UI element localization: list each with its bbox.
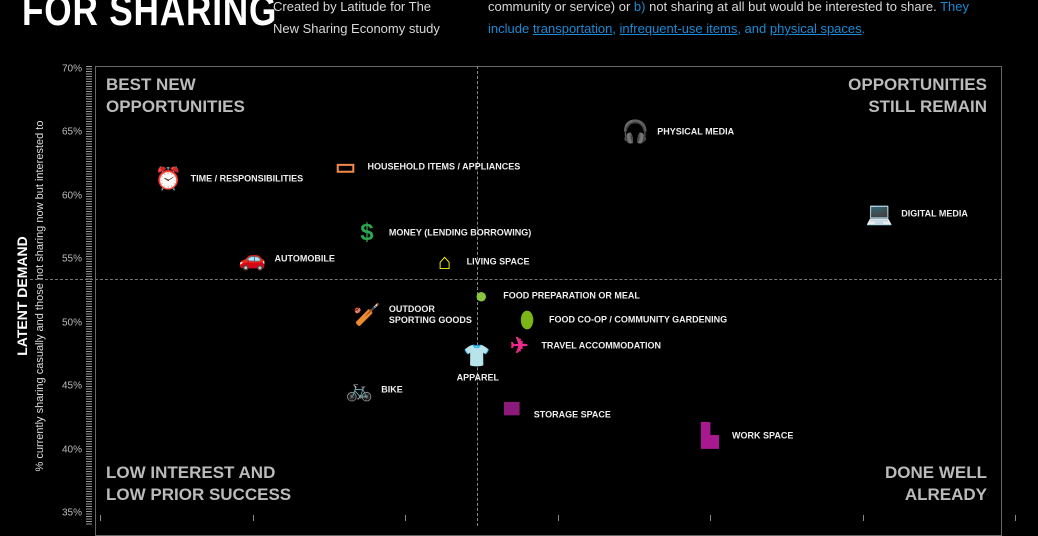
intro-and: , and <box>737 21 770 36</box>
y-axis-ruler <box>86 66 92 526</box>
credit: Created by Latitude for The New Sharing … <box>273 0 440 40</box>
intro-a: community or service) or <box>488 0 634 14</box>
point-label: OUTDOOR SPORTING GOODS <box>388 304 472 326</box>
quadrant-label: BEST NEW <box>106 75 196 94</box>
quadrant-label: LOW INTEREST AND <box>106 463 276 482</box>
credit-line-1: Created by Latitude for The <box>273 0 432 14</box>
point-label: STORAGE SPACE <box>533 409 611 420</box>
x-tick <box>252 515 254 521</box>
x-tick <box>862 515 864 521</box>
baseball-player-icon: 🏏 <box>353 302 381 328</box>
pepper-icon: ● <box>474 283 488 309</box>
point-label: FOOD PREPARATION OR MEAL <box>503 290 640 301</box>
point-label: LIVING SPACE <box>466 256 530 267</box>
y-tick-label: 40% <box>61 444 82 456</box>
page-title: FOR SHARING <box>22 0 278 35</box>
point-label: TIME / RESPONSIBILITIES <box>190 173 304 184</box>
x-tick <box>405 515 406 521</box>
point-label: BIKE <box>381 384 403 395</box>
y-tick-label: 70% <box>61 63 82 75</box>
point-label: TRAVEL ACCOMMODATION <box>541 340 662 351</box>
y-axis-sublabel: % currently sharing casually and those n… <box>34 120 46 472</box>
storage-icon: ▀ <box>503 402 520 428</box>
intro-b: b) <box>633 0 646 14</box>
laptop-icon: 💻 <box>865 200 893 226</box>
airplane-icon: ✈ <box>510 332 529 358</box>
point-label: DIGITAL MEDIA <box>901 208 968 219</box>
bicycle-icon: 🚲 <box>345 377 373 403</box>
intro-include: include <box>488 21 533 36</box>
intro-end: . <box>861 21 866 36</box>
quadrant-label: DONE WELL <box>885 463 987 482</box>
quadrant-label: LOW PRIOR SUCCESS <box>106 485 292 504</box>
quadrant-label: ALREADY <box>904 485 987 504</box>
quadrant-top-left: BEST NEW OPPORTUNITIES <box>106 74 245 118</box>
intro-text: community or service) or b) not sharing … <box>488 0 970 36</box>
trowel-icon: ⬮ <box>520 307 534 333</box>
headphones-icon: 🎧 <box>621 119 649 145</box>
y-tick-label: 45% <box>61 380 82 392</box>
alarm-clock-icon: ⏰ <box>154 166 183 192</box>
horizontal-divider <box>30 279 1002 280</box>
intro-they: They <box>940 0 970 14</box>
microwave-icon: ▭ <box>335 153 356 179</box>
vertical-divider <box>477 66 478 526</box>
quadrant-bottom-right: DONE WELL ALREADY <box>885 462 987 506</box>
y-tick-label: 65% <box>61 126 82 138</box>
y-tick-label: 35% <box>61 507 82 519</box>
point-label: FOOD CO-OP / COMMUNITY GARDENING <box>549 314 728 325</box>
point-label: APPAREL <box>456 372 500 383</box>
point-label: AUTOMOBILE <box>274 253 335 264</box>
quadrant-label: STILL REMAIN <box>868 97 987 116</box>
quadrant-bottom-left: LOW INTEREST AND LOW PRIOR SUCCESS <box>106 462 291 506</box>
quadrant-label: OPPORTUNITIES <box>848 75 987 94</box>
link-physical-spaces[interactable]: physical spaces <box>769 21 862 36</box>
point-label: PHYSICAL MEDIA <box>657 126 735 137</box>
intro-c: not sharing at all but would be interest… <box>645 0 941 14</box>
car-icon: 🚗 <box>238 246 267 272</box>
x-tick <box>710 515 711 521</box>
y-axis-title: LATENT DEMAND % currently sharing casual… <box>14 66 46 526</box>
y-tick-label: 55% <box>61 253 82 265</box>
quadrant-top-right: OPPORTUNITIES STILL REMAIN <box>848 74 987 118</box>
y-tick-label: 50% <box>61 317 82 329</box>
y-axis-label: LATENT DEMAND <box>14 236 30 356</box>
x-tick <box>100 515 101 521</box>
point-label: HOUSEHOLD ITEMS / APPLIANCES <box>367 161 521 172</box>
link-infrequent-use-items[interactable]: infrequent-use items <box>619 21 738 36</box>
link-transportation[interactable]: transportation <box>532 21 613 36</box>
point-label: MONEY (LENDING BORROWING) <box>388 227 532 238</box>
building-icon: ▙ <box>701 422 719 448</box>
y-tick-label: 60% <box>61 190 82 202</box>
shirt-icon: 👕 <box>462 342 491 368</box>
quadrant-label: OPPORTUNITIES <box>106 97 245 116</box>
dollar-icon: $ <box>360 218 374 246</box>
x-tick <box>557 515 559 521</box>
house-icon: ⌂ <box>437 248 452 274</box>
point-label: WORK SPACE <box>732 430 794 441</box>
credit-line-2: New Sharing Economy study <box>273 21 440 36</box>
x-tick <box>1015 515 1016 521</box>
